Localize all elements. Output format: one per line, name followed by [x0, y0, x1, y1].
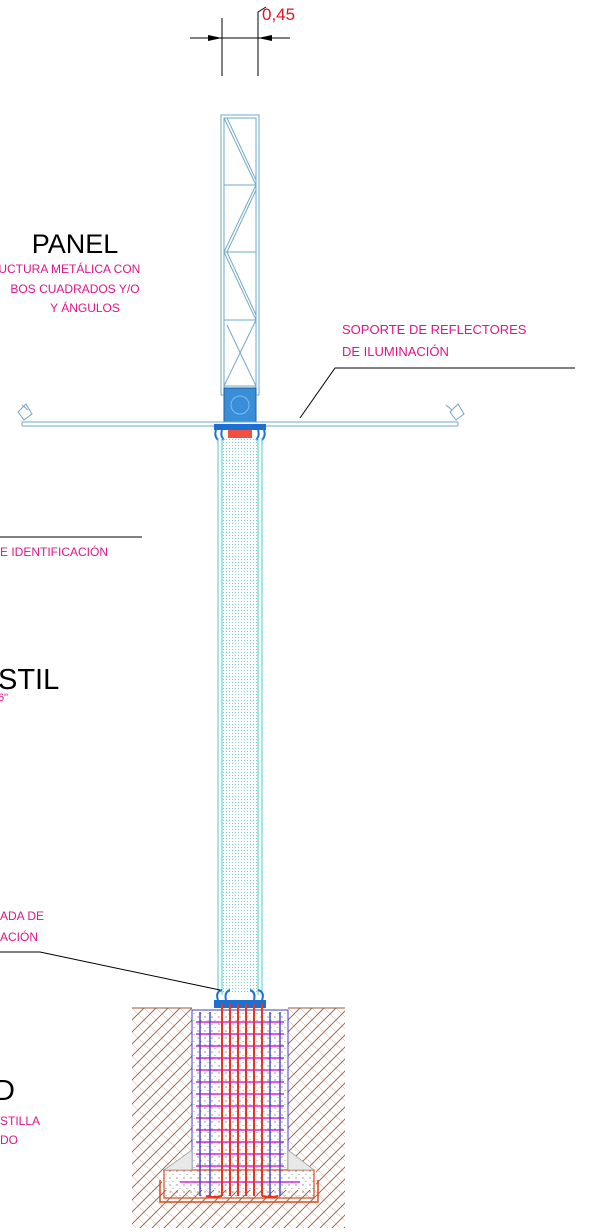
leader-lines: [0, 367, 575, 991]
panel-base-box: [223, 387, 257, 423]
support-label-line-2: DE ILUMINACIÓN: [342, 344, 449, 359]
foundation: [159, 1009, 319, 1203]
base-plate: [214, 989, 266, 1008]
dimension-label: 0,45: [262, 5, 295, 24]
vertical-rebars: [199, 1004, 281, 1198]
panel-desc-line-2: BOS CUADRADOS Y/O: [10, 282, 139, 296]
panel-desc-line-3: Y ÁNGULOS: [50, 300, 120, 315]
mast-subtitle: 6": [0, 692, 8, 704]
foundation-desc-line-2: DO: [0, 1133, 18, 1147]
foundation-desc-line-1: STILLA: [0, 1114, 40, 1128]
panel-desc-line-1: RUCTURA METÁLICA CON: [0, 261, 140, 276]
mast-title: STIL: [0, 664, 59, 696]
mast: [217, 438, 263, 995]
panel-truss: [220, 114, 260, 396]
dimension-annotation: [190, 6, 290, 76]
base-label-line-1: ADA DE: [0, 909, 44, 923]
panel-title: PANEL: [32, 229, 119, 259]
soil-hatching: [132, 1007, 345, 1228]
identification-label: E IDENTIFICACIÓN: [0, 544, 108, 559]
support-label-line-1: SOPORTE DE REFLECTORES: [342, 322, 527, 337]
foundation-title: D: [0, 1075, 15, 1107]
top-flange: [214, 424, 266, 441]
base-label-line-2: ACIÓN: [0, 929, 38, 944]
